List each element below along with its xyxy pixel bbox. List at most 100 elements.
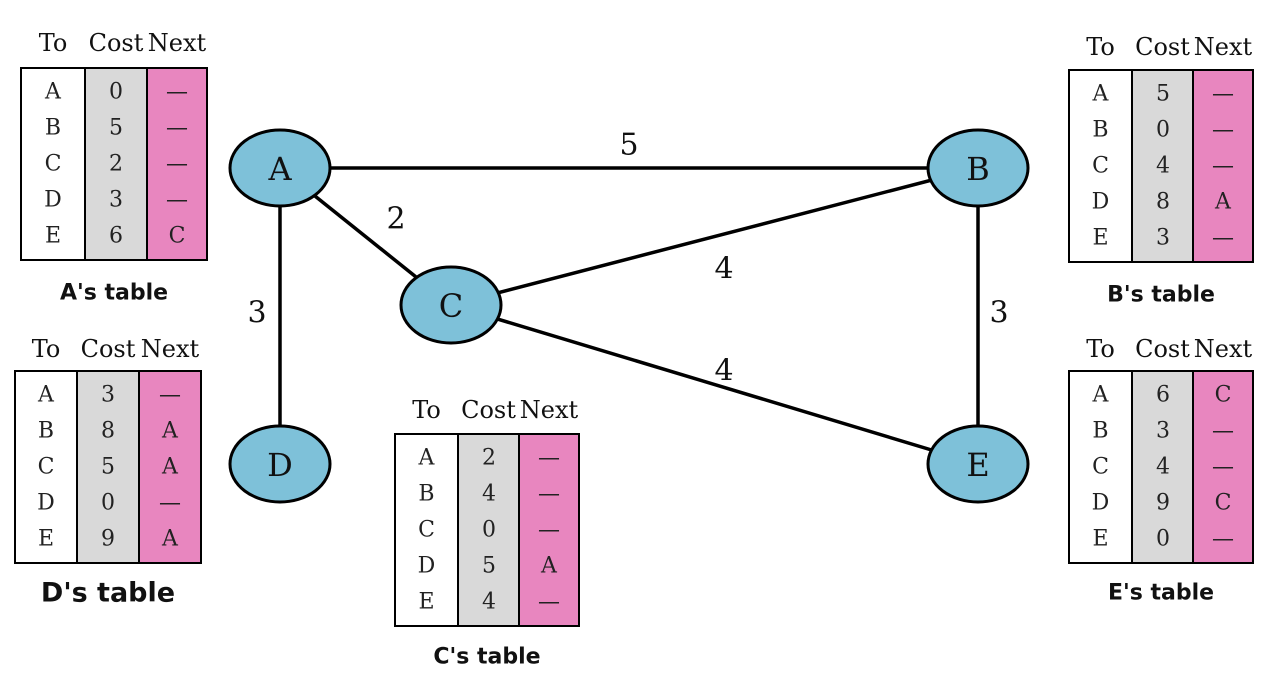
next-column — [146, 67, 208, 261]
edge-c-b — [450, 166, 979, 307]
node-circle — [926, 424, 1030, 504]
cell-to: E — [38, 527, 54, 552]
cell-next: — — [538, 482, 560, 507]
node-label: A — [267, 150, 292, 188]
cell-next: — — [166, 80, 188, 105]
to-column — [20, 67, 86, 261]
cell-cost: 3 — [109, 188, 123, 213]
header-next: Next — [148, 29, 207, 57]
cell-next: A — [540, 554, 558, 579]
node-c: C — [399, 265, 503, 345]
edge-weight-c-e: 4 — [714, 354, 733, 389]
cell-to: D — [37, 491, 55, 516]
node-a: A — [228, 128, 332, 208]
cell-cost: 4 — [482, 590, 496, 615]
cell-to: E — [1092, 527, 1108, 552]
header-cost: Cost — [81, 335, 136, 363]
cell-cost: 9 — [101, 527, 115, 552]
node-label: B — [966, 150, 990, 188]
header-to: To — [39, 29, 68, 57]
cell-cost: 4 — [1156, 455, 1170, 480]
cell-to: D — [1092, 190, 1110, 215]
table-caption: E's table — [1108, 581, 1214, 606]
cell-to: A — [418, 446, 436, 471]
cell-to: D — [44, 188, 62, 213]
cell-cost: 0 — [109, 80, 123, 105]
cell-cost: 5 — [109, 116, 123, 141]
cell-cost: 6 — [109, 224, 123, 249]
cell-next: A — [161, 419, 179, 444]
next-column — [1192, 69, 1254, 263]
header-next: Next — [520, 396, 579, 424]
node-circle — [399, 265, 503, 345]
cell-to: C — [1092, 455, 1109, 480]
cell-cost: 0 — [1156, 118, 1170, 143]
header-to: To — [1086, 335, 1115, 363]
cell-to: B — [38, 419, 54, 444]
cell-cost: 6 — [1156, 383, 1170, 408]
header-to: To — [32, 335, 61, 363]
next-column — [138, 370, 202, 564]
cell-to: C — [1092, 154, 1109, 179]
header-next: Next — [1194, 335, 1253, 363]
node-b: B — [926, 128, 1030, 208]
cell-next: — — [159, 383, 181, 408]
cell-to: B — [45, 116, 61, 141]
cell-next: C — [169, 224, 186, 249]
next-column — [518, 433, 580, 627]
cell-to: E — [418, 590, 434, 615]
table-caption: C's table — [433, 645, 540, 670]
header-cost: Cost — [89, 29, 144, 57]
cell-to: D — [1092, 491, 1110, 516]
cell-cost: 5 — [101, 455, 115, 480]
cost-column — [457, 433, 520, 627]
cell-next: — — [538, 446, 560, 471]
cell-cost: 4 — [1156, 154, 1170, 179]
cost-column — [1131, 370, 1194, 564]
cell-next: — — [1212, 118, 1234, 143]
edge-c-e — [450, 303, 979, 466]
node-e: E — [926, 424, 1030, 504]
cell-next: — — [538, 590, 560, 615]
table-caption: D's table — [41, 578, 175, 609]
cell-cost: 8 — [101, 419, 115, 444]
cell-to: E — [1092, 226, 1108, 251]
cell-cost: 3 — [1156, 226, 1170, 251]
edge-weight-a-b: 5 — [619, 128, 638, 163]
cell-to: A — [1092, 383, 1110, 408]
cell-cost: 0 — [482, 518, 496, 543]
cell-next: — — [166, 116, 188, 141]
cell-next: — — [159, 491, 181, 516]
cell-next: C — [1215, 491, 1232, 516]
header-next: Next — [1194, 33, 1253, 61]
cell-to: D — [418, 554, 436, 579]
cell-next: — — [1212, 154, 1234, 179]
cell-to: A — [37, 383, 55, 408]
edge-weight-b-e: 3 — [989, 296, 1008, 331]
cell-next: — — [538, 518, 560, 543]
node-circle — [228, 128, 332, 208]
cost-column — [76, 370, 140, 564]
cell-cost: 2 — [482, 446, 496, 471]
cell-to: E — [45, 224, 61, 249]
cell-cost: 0 — [101, 491, 115, 516]
cell-cost: 5 — [482, 554, 496, 579]
to-column — [394, 433, 459, 627]
table-caption: B's table — [1107, 283, 1215, 308]
cell-cost: 8 — [1156, 190, 1170, 215]
next-column — [1192, 370, 1254, 564]
cell-to: B — [1092, 118, 1108, 143]
cell-next: — — [1212, 419, 1234, 444]
header-cost: Cost — [1135, 33, 1190, 61]
header-cost: Cost — [461, 396, 516, 424]
table-caption: A's table — [60, 281, 168, 306]
cost-column — [1131, 69, 1194, 263]
cell-next: C — [1215, 383, 1232, 408]
